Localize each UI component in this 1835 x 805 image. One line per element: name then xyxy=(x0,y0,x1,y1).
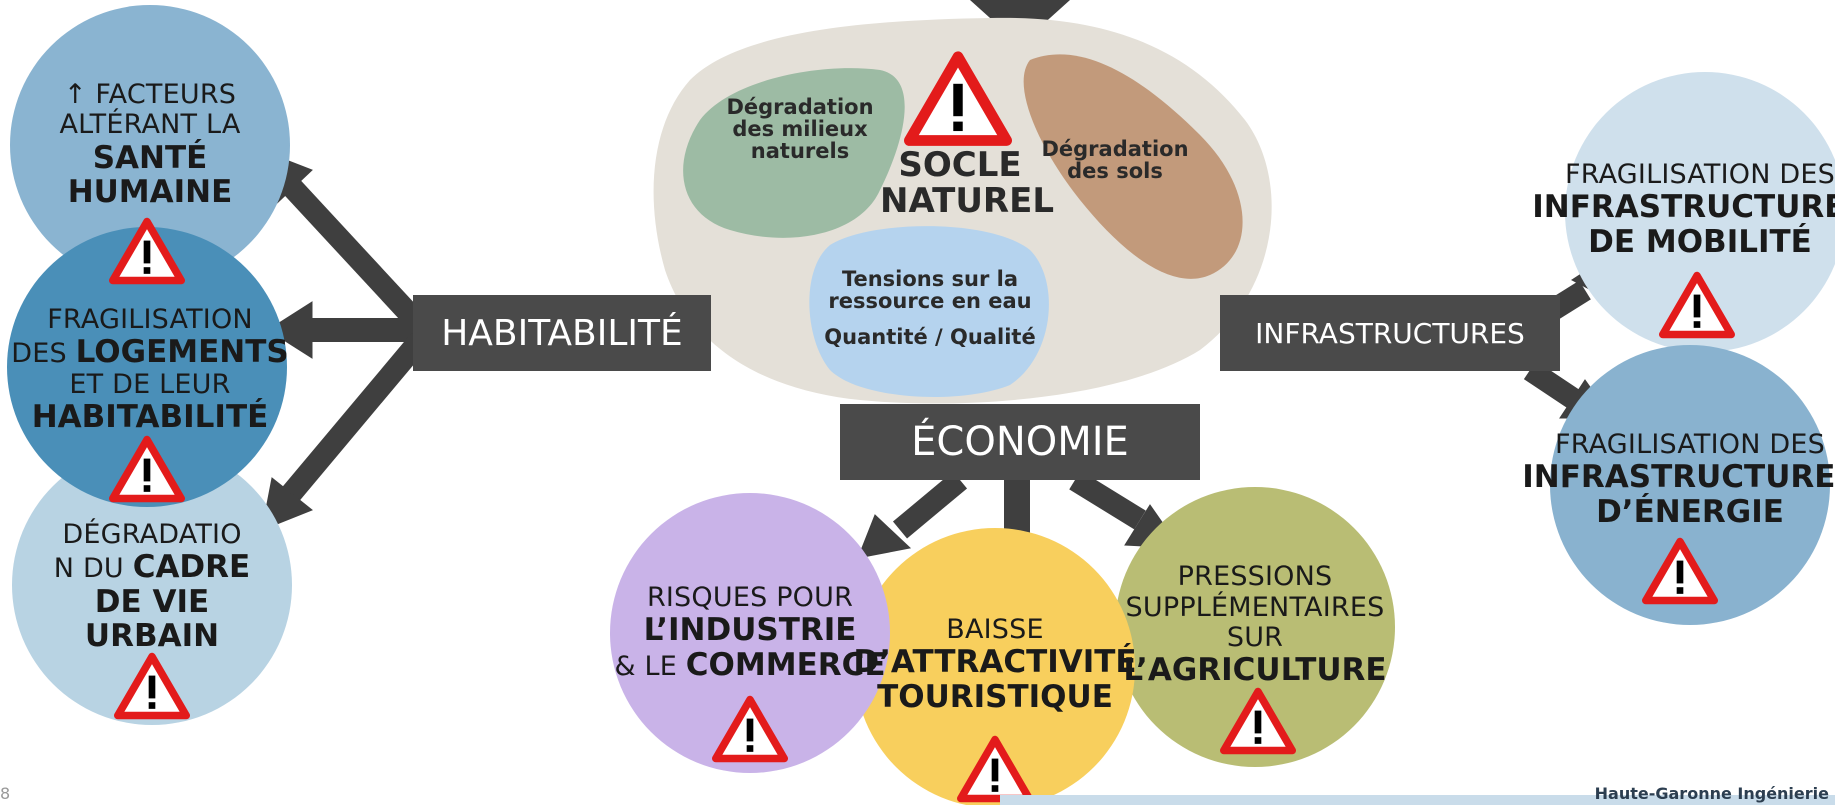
socle-naturel-title: SOCLE NATUREL xyxy=(880,145,1055,221)
agriculture-line2: SUPPLÉMENTAIRES xyxy=(1125,591,1385,623)
circle-industrie-commerce xyxy=(610,493,890,773)
circle-agriculture xyxy=(1115,487,1395,767)
text-industrie-commerce: RISQUES POUR L’INDUSTRIE & LE COMMERCE xyxy=(614,575,886,690)
energie-bold2: D’ÉNERGIE xyxy=(1596,494,1784,531)
blob-green-text: Dégradation des milieux naturels xyxy=(725,96,875,162)
attractivite-line1: BAISSE xyxy=(946,614,1044,646)
blob-green-line1: Dégradation xyxy=(726,95,874,119)
blob-blue-sub: Quantité / Qualité xyxy=(824,325,1036,350)
circle-infra-mobilite xyxy=(1565,72,1835,352)
circle-degradation-cadre-vie xyxy=(12,445,292,725)
text-infra-energie: FRAGILISATION DES INFRASTRUCTURES D’ÉNER… xyxy=(1522,425,1835,535)
blob-degradation-sols xyxy=(1023,54,1243,279)
logements-line1: FRAGILISATION xyxy=(47,304,253,336)
industrie-line1: RISQUES POUR xyxy=(646,581,854,613)
cadre-bold2: URBAIN xyxy=(84,618,220,655)
blob-brown-text: Dégradation des sols xyxy=(1040,138,1190,182)
blob-green-line2: des milieux xyxy=(732,117,868,142)
socle-title-line1: SOCLE xyxy=(898,145,1022,185)
circle-sante-humaine xyxy=(10,5,290,285)
text-infra-mobilite: FRAGILISATION DES INFRASTRUCTURES DE MOB… xyxy=(1532,155,1835,265)
footer-brand: Haute-Garonne Ingénierie xyxy=(1594,784,1829,803)
industrie-bold: L’INDUSTRIE xyxy=(643,611,857,648)
industrie-mixed-light: & LE xyxy=(614,650,686,682)
circle-attractivite-touristique xyxy=(855,528,1135,805)
text-sante-humaine: ↑ FACTEURS ALTÉRANT LA SANTÉ HUMAINE xyxy=(20,70,280,220)
attractivite-bold1: D’ATTRACTIVITÉ xyxy=(853,644,1137,681)
logements-mixed-light: DES xyxy=(11,338,76,370)
blob-green-line3: naturels xyxy=(750,139,850,164)
text-cadre-vie: DÉGRADATIO N DU CADRE DE VIE URBAIN xyxy=(22,512,282,662)
circle-infra-energie xyxy=(1550,345,1830,625)
energie-line1: FRAGILISATION DES xyxy=(1555,429,1825,461)
mobilite-line1: FRAGILISATION DES xyxy=(1565,159,1835,191)
cadre-bold1: DE VIE xyxy=(94,583,210,620)
energie-bold1: INFRASTRUCTURES xyxy=(1522,459,1835,496)
sante-bold2: HUMAINE xyxy=(67,174,233,211)
footer-stripe xyxy=(1000,795,1835,805)
cadre-mixed-bold: CADRE xyxy=(132,549,251,586)
blob-tensions-eau xyxy=(809,226,1049,397)
blob-blue-line2: ressource en eau xyxy=(828,289,1032,314)
blob-blue-line1: Tensions sur la xyxy=(841,267,1019,291)
text-logements: FRAGILISATION DES LOGEMENTS ET DE LEUR H… xyxy=(10,295,290,445)
sante-line1: ↑ FACTEURS xyxy=(63,79,237,111)
industrie-mixed-bold: COMMERCE xyxy=(685,646,886,683)
text-agriculture: PRESSIONS SUPPLÉMENTAIRES SUR L’AGRICULT… xyxy=(1115,550,1395,700)
socle-title-line2: NATUREL xyxy=(880,180,1055,221)
mobilite-bold1: INFRASTRUCTURES xyxy=(1532,189,1835,226)
hub-economie: ÉCONOMIE xyxy=(840,404,1200,480)
cadre-mixed-light: N DU xyxy=(53,553,133,585)
logements-mixed-bold: LOGEMENTS xyxy=(75,334,289,371)
text-attractivite: BAISSE D’ATTRACTIVITÉ TOURISTIQUE xyxy=(853,610,1136,720)
attractivite-bold2: TOURISTIQUE xyxy=(877,679,1113,716)
blob-degradation-milieux xyxy=(683,68,905,238)
logements-bold: HABITABILITÉ xyxy=(31,399,269,436)
agriculture-bold: L’AGRICULTURE xyxy=(1123,651,1387,688)
blob-brown-line1: Dégradation xyxy=(1041,137,1189,161)
sante-bold1: SANTÉ xyxy=(92,139,208,176)
hub-habitabilite: HABITABILITÉ xyxy=(413,295,711,371)
page-number: 8 xyxy=(0,784,11,803)
cadre-line1: DÉGRADATIO xyxy=(62,518,242,550)
blob-blue-text: Tensions sur la ressource en eau Quantit… xyxy=(820,268,1040,348)
logements-line3: ET DE LEUR xyxy=(69,369,231,400)
agriculture-line1: PRESSIONS xyxy=(1177,561,1333,593)
blob-brown-line2: des sols xyxy=(1067,159,1163,184)
hub-infrastructures: INFRASTRUCTURES xyxy=(1220,295,1560,371)
agriculture-line3: SUR xyxy=(1226,621,1284,653)
mobilite-bold2: DE MOBILITÉ xyxy=(1588,224,1812,261)
sante-line2: ALTÉRANT LA xyxy=(59,109,241,141)
circle-logements xyxy=(7,227,287,507)
